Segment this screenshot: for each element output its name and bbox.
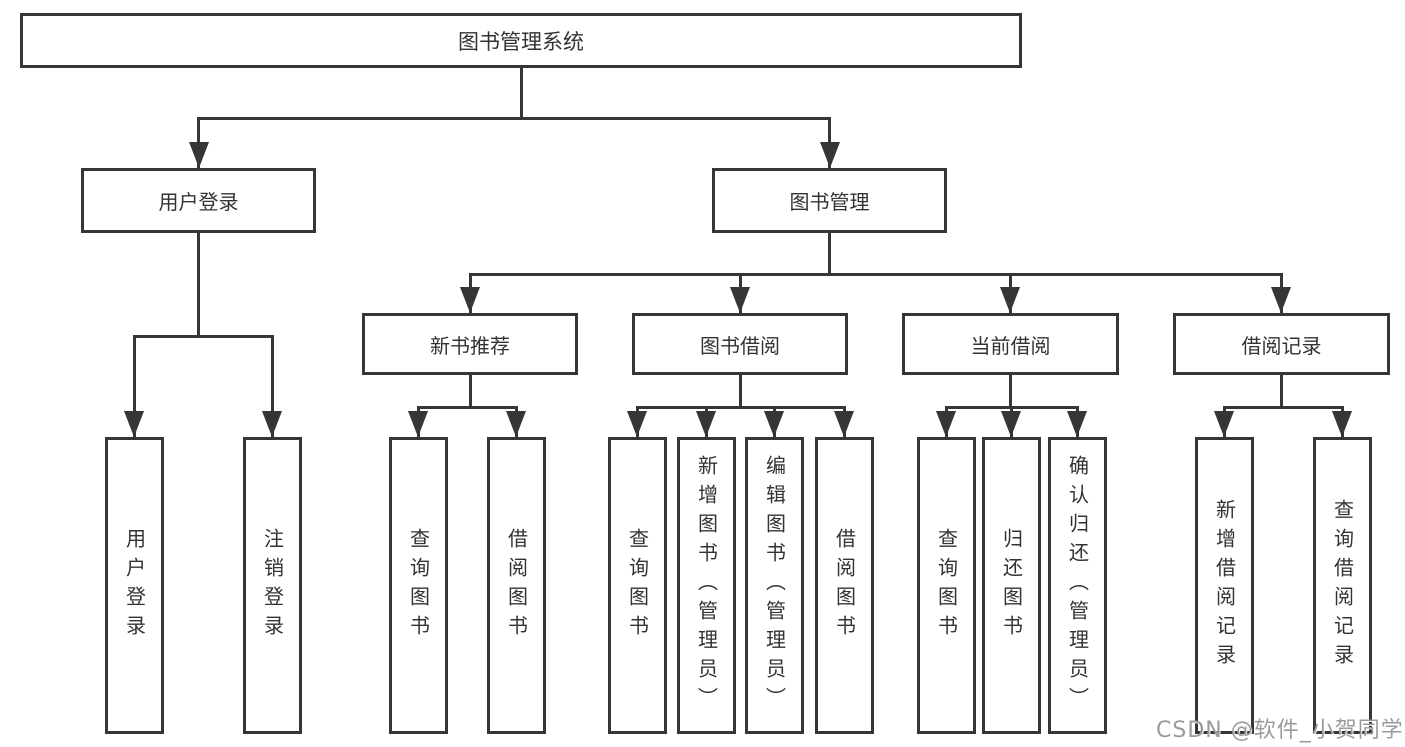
node-new-book-recommendation: 新书推荐 xyxy=(362,313,578,375)
node-leaf-query-books: 查询图书 xyxy=(389,437,448,734)
connector-stem-book-borrowing xyxy=(739,375,742,406)
connector-rail-book-management xyxy=(469,273,1282,276)
leaf-label: 确认归还（管理员） xyxy=(1065,455,1090,716)
node-leaf-edit-book-admin: 编辑图书（管理员） xyxy=(745,437,804,734)
arrow-down-icon xyxy=(834,411,854,437)
arrow-down-icon xyxy=(764,411,784,437)
node-leaf-borrow-books: 借阅图书 xyxy=(487,437,546,734)
arrow-down-icon xyxy=(820,142,840,168)
connector-rail-root xyxy=(197,117,831,120)
connector-stem-root xyxy=(520,68,523,117)
leaf-label: 查询借阅记录 xyxy=(1330,498,1355,673)
leaf-label: 注销登录 xyxy=(260,527,285,644)
node-leaf-return-books: 归还图书 xyxy=(982,437,1041,734)
arrow-down-icon xyxy=(627,411,647,437)
connector-rail-book-borrowing xyxy=(636,406,846,409)
arrow-down-icon xyxy=(506,411,526,437)
leaf-label: 用户登录 xyxy=(122,527,147,644)
connector-drop-leaf-user-login xyxy=(133,335,136,437)
arrow-down-icon xyxy=(189,142,209,168)
node-leaf-add-borrow-record: 新增借阅记录 xyxy=(1195,437,1254,734)
arrow-down-icon xyxy=(1000,287,1020,313)
leaf-label: 归还图书 xyxy=(999,527,1024,644)
node-book-borrowing: 图书借阅 xyxy=(632,313,848,375)
leaf-label: 新增图书（管理员） xyxy=(694,455,719,716)
node-leaf-query-books: 查询图书 xyxy=(608,437,667,734)
arrow-down-icon xyxy=(1271,287,1291,313)
arrow-down-icon xyxy=(730,287,750,313)
leaf-label: 查询图书 xyxy=(625,527,650,644)
node-current-borrowing: 当前借阅 xyxy=(902,313,1119,375)
node-leaf-add-book-admin: 新增图书（管理员） xyxy=(677,437,736,734)
arrow-down-icon xyxy=(936,411,956,437)
leaf-label: 编辑图书（管理员） xyxy=(762,455,787,716)
leaf-label: 借阅图书 xyxy=(832,527,857,644)
arrow-down-icon xyxy=(1214,411,1234,437)
node-user-login: 用户登录 xyxy=(81,168,316,233)
connector-rail-borrowing-records xyxy=(1223,406,1344,409)
node-borrowing-records: 借阅记录 xyxy=(1173,313,1390,375)
watermark: CSDN @软件_小贺同学 xyxy=(1156,718,1404,743)
node-leaf-query-borrow-record: 查询借阅记录 xyxy=(1313,437,1372,734)
connector-stem-current-borrowing xyxy=(1009,375,1012,406)
leaf-label: 借阅图书 xyxy=(504,527,529,644)
leaf-label: 新增借阅记录 xyxy=(1212,498,1237,673)
arrow-down-icon xyxy=(262,411,282,437)
connector-stem-new-book xyxy=(469,375,472,406)
arrow-down-icon xyxy=(1067,411,1087,437)
connector-rail-new-book xyxy=(417,406,518,409)
arrow-down-icon xyxy=(124,411,144,437)
node-leaf-query-books: 查询图书 xyxy=(917,437,976,734)
connector-drop-leaf-logout xyxy=(271,335,274,437)
arrow-down-icon xyxy=(408,411,428,437)
node-leaf-borrow-books: 借阅图书 xyxy=(815,437,874,734)
connector-stem-borrowing-records xyxy=(1280,375,1283,406)
arrow-down-icon xyxy=(460,287,480,313)
node-library-management-system: 图书管理系统 xyxy=(20,13,1022,68)
node-leaf-logout: 注销登录 xyxy=(243,437,302,734)
node-leaf-confirm-return-admin: 确认归还（管理员） xyxy=(1048,437,1107,734)
node-book-management: 图书管理 xyxy=(712,168,947,233)
connector-rail-user-login xyxy=(133,335,274,338)
arrow-down-icon xyxy=(1001,411,1021,437)
leaf-label: 查询图书 xyxy=(934,527,959,644)
leaf-label: 查询图书 xyxy=(406,527,431,644)
node-leaf-user-login: 用户登录 xyxy=(105,437,164,734)
connector-stem-book-management xyxy=(828,233,831,273)
connector-stem-user-login xyxy=(197,233,200,335)
arrow-down-icon xyxy=(696,411,716,437)
arrow-down-icon xyxy=(1332,411,1352,437)
